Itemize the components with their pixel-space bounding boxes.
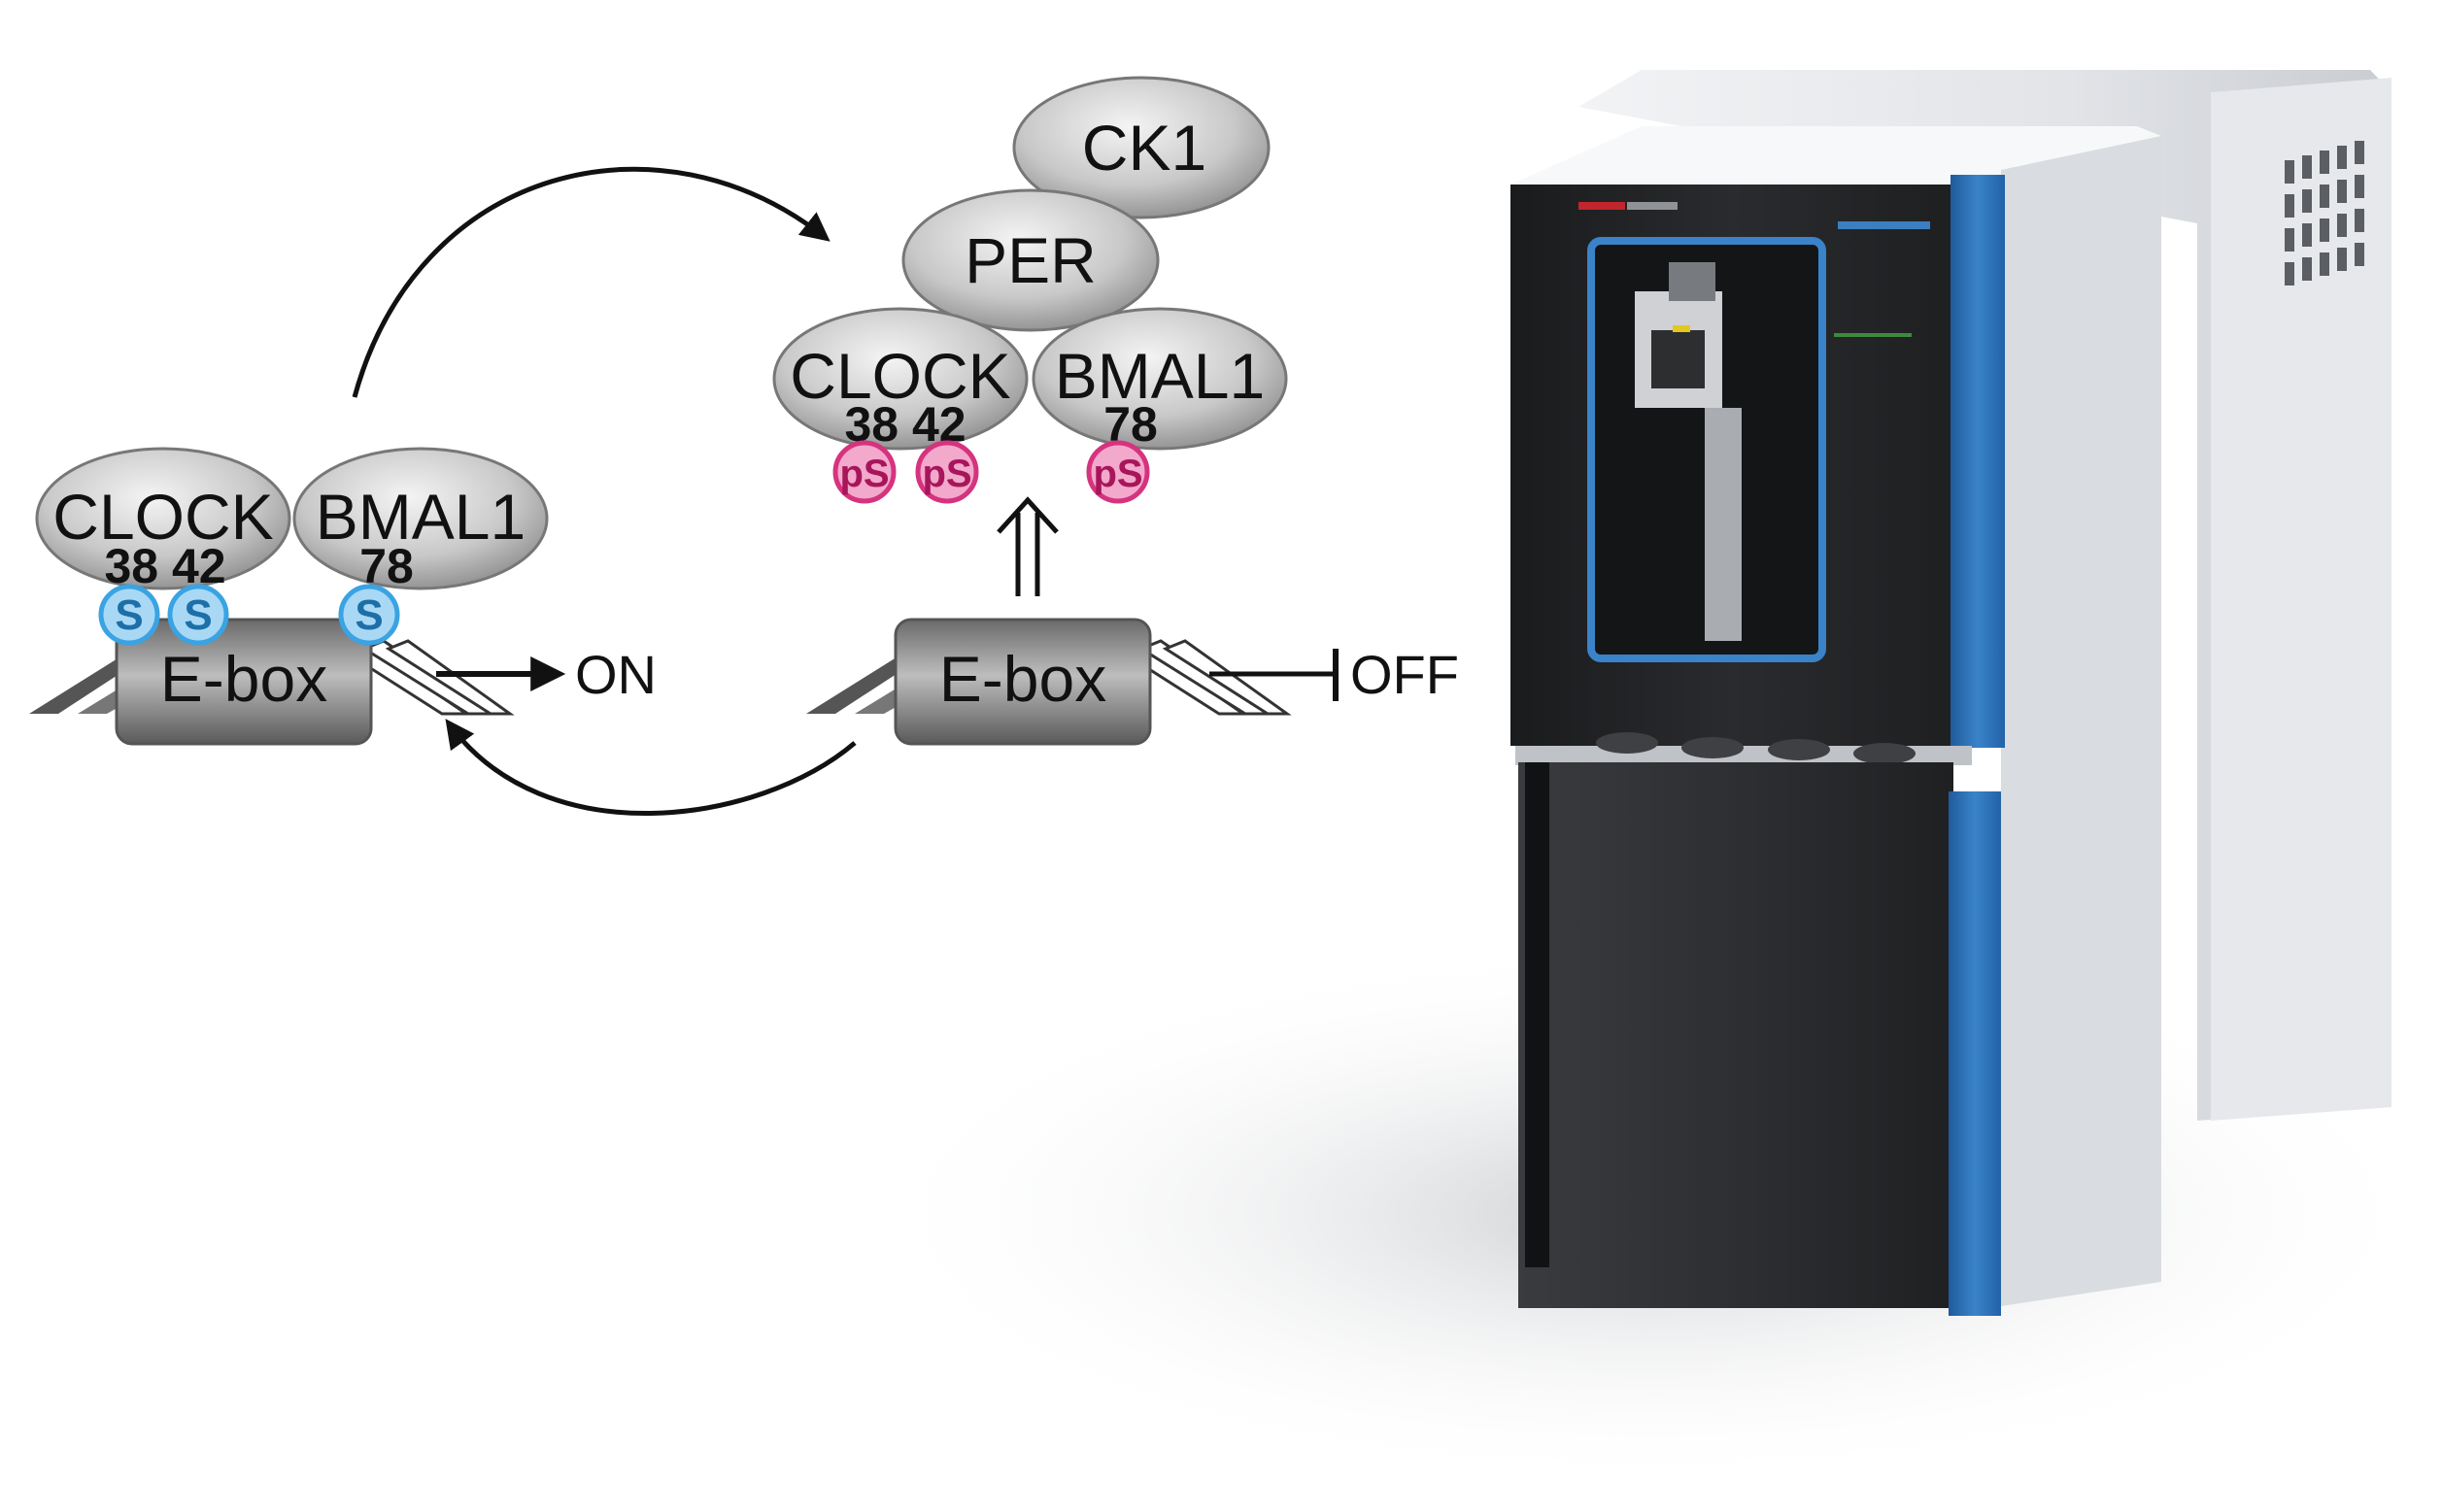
activation-arc-arrow	[352, 166, 831, 398]
right-clock-label: CLOCK	[790, 340, 1010, 412]
left-ebox	[115, 618, 373, 746]
off-inhibition-bar	[1209, 649, 1339, 701]
right-bmal1-protein	[1032, 307, 1288, 451]
left-bmal1-protein	[292, 447, 549, 590]
left-complex: E-box CLOCK BMAL1 38 42 78 S S S ON	[29, 447, 657, 746]
right-ebox	[894, 618, 1152, 746]
right-complex: E-box CK1 PER CLOCK BMAL1 38 42 78 pS pS…	[772, 76, 1459, 746]
left-clock-label: CLOCK	[52, 481, 273, 553]
ck1-label: CK1	[1082, 112, 1206, 184]
phospho-marker-clock-42: pS	[922, 453, 971, 495]
left-clock-protein	[35, 447, 291, 590]
left-bmal1-label: BMAL1	[316, 481, 526, 553]
left-ebox-label: E-box	[160, 643, 327, 715]
double-up-arrow	[997, 496, 1059, 596]
reset-arc-arrow	[445, 719, 857, 817]
phospho-marker-bmal1-78: pS	[1093, 453, 1142, 495]
left-serine-markers: S S S	[98, 584, 400, 646]
left-clock-sites: 38 42	[104, 539, 225, 593]
ck1-protein	[1012, 76, 1271, 219]
serine-marker-bmal1-78: S	[355, 591, 383, 639]
per-label: PER	[965, 224, 1097, 296]
serine-marker-clock-38: S	[115, 591, 143, 639]
instrument-buttons	[1596, 732, 1916, 764]
mass-spectrometer-illustration	[855, 70, 2442, 1486]
right-ebox-label: E-box	[939, 643, 1106, 715]
per-protein	[901, 188, 1160, 332]
right-bmal1-label: BMAL1	[1055, 340, 1265, 412]
accent-stripe-upper	[1950, 175, 2005, 748]
right-clock-protein	[772, 307, 1029, 451]
on-label: ON	[575, 644, 657, 705]
serine-marker-clock-42: S	[184, 591, 212, 639]
accent-stripe-lower	[1949, 791, 2001, 1316]
off-label: OFF	[1350, 644, 1459, 705]
right-phosphoserine-markers: pS pS pS	[832, 440, 1150, 504]
vent-grille	[2285, 141, 2364, 286]
phospho-marker-clock-38: pS	[839, 453, 889, 495]
